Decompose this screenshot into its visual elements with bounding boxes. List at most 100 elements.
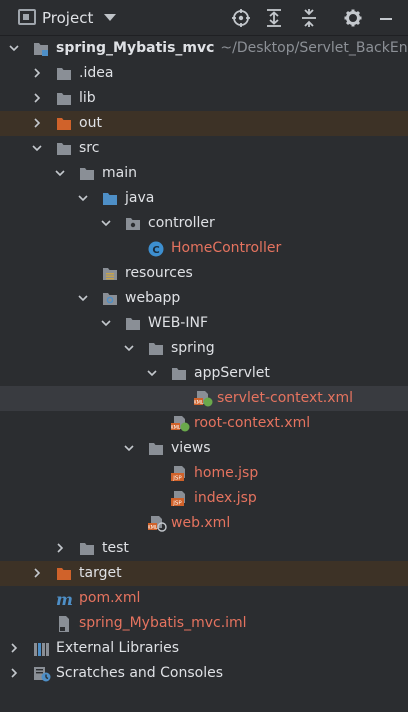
- folder-icon: [148, 341, 164, 356]
- tree-item-text: target: [79, 565, 122, 581]
- excluded-folder-icon: [56, 116, 72, 131]
- project-tree: spring_Mybatis_mvc ~/Desktop/Servlet_Back…: [0, 36, 408, 686]
- tree-item-label: test: [102, 540, 129, 556]
- svg-text:JSP: JSP: [172, 476, 182, 482]
- tree-item-label: resources: [125, 265, 193, 281]
- chevron-right-icon[interactable]: [32, 118, 42, 128]
- folder-icon: [56, 141, 72, 156]
- chevron-down-icon[interactable]: [101, 218, 111, 228]
- chevron-right-icon[interactable]: [32, 568, 42, 578]
- gear-icon[interactable]: [343, 8, 363, 28]
- tree-row-idea[interactable]: .idea: [0, 61, 408, 86]
- tree-row-home-jsp[interactable]: JSP home.jsp: [0, 461, 408, 486]
- locate-icon[interactable]: [231, 8, 251, 28]
- chevron-down-icon[interactable]: [78, 193, 88, 203]
- tree-item-text: .idea: [79, 65, 114, 81]
- chevron-down-icon[interactable]: [32, 143, 42, 153]
- tree-row-target[interactable]: target: [0, 561, 408, 586]
- tree-item-label: main: [102, 165, 137, 181]
- tree-row-test[interactable]: test: [0, 536, 408, 561]
- tree-item-text: spring_Mybatis_mvc: [56, 40, 215, 56]
- tree-item-text: index.jsp: [194, 490, 257, 506]
- tree-item-label: External Libraries: [56, 640, 179, 656]
- expand-all-icon[interactable]: [264, 8, 284, 28]
- tree-row-lib[interactable]: lib: [0, 86, 408, 111]
- folder-icon: [148, 441, 164, 456]
- tree-item-label: appServlet: [194, 365, 270, 381]
- tree-row-pom-xml[interactable]: m pom.xml: [0, 586, 408, 611]
- folder-icon: [125, 316, 141, 331]
- tree-item-label: src: [79, 140, 99, 156]
- tree-item-text: views: [171, 440, 211, 456]
- tree-row-controller[interactable]: controller: [0, 211, 408, 236]
- tree-row-spring-mybatis-mvc-iml[interactable]: spring_Mybatis_mvc.iml: [0, 611, 408, 636]
- tree-row-web-inf[interactable]: WEB-INF: [0, 311, 408, 336]
- iml-file-icon: [56, 616, 72, 632]
- svg-text:XML: XML: [148, 525, 158, 531]
- chevron-down-icon[interactable]: [9, 43, 19, 53]
- tree-row-webapp[interactable]: webapp: [0, 286, 408, 311]
- tree-item-text: webapp: [125, 290, 181, 306]
- tree-row-web-xml[interactable]: XML web.xml: [0, 511, 408, 536]
- collapse-all-icon[interactable]: [299, 8, 319, 28]
- tree-row-main[interactable]: main: [0, 161, 408, 186]
- tree-row-src[interactable]: src: [0, 136, 408, 161]
- chevron-down-icon[interactable]: [124, 343, 134, 353]
- tree-row-java[interactable]: java: [0, 186, 408, 211]
- chevron-down-icon[interactable]: [55, 168, 65, 178]
- maven-icon: m: [56, 591, 73, 607]
- tree-item-label: WEB-INF: [148, 315, 208, 331]
- tree-row-views[interactable]: views: [0, 436, 408, 461]
- tree-row-spring-mybatis-mvc[interactable]: spring_Mybatis_mvc ~/Desktop/Servlet_Back…: [0, 36, 408, 61]
- tool-window-title[interactable]: Project: [42, 9, 94, 27]
- tree-item-text: controller: [148, 215, 215, 231]
- svg-text:XML: XML: [194, 400, 204, 406]
- tool-window-header: Project: [0, 0, 408, 36]
- chevron-right-icon[interactable]: [9, 643, 19, 653]
- tree-item-text: HomeController: [171, 240, 282, 256]
- tree-item-text: spring_Mybatis_mvc.iml: [79, 615, 247, 631]
- tree-row-servlet-context-xml[interactable]: XML servlet-context.xml: [0, 386, 408, 411]
- scratches-icon: [33, 666, 51, 682]
- folder-icon: [79, 166, 95, 181]
- chevron-down-icon[interactable]: [124, 443, 134, 453]
- tree-item-text: lib: [79, 90, 96, 106]
- chevron-down-icon[interactable]: [101, 318, 111, 328]
- chevron-right-icon[interactable]: [32, 68, 42, 78]
- tree-item-text: home.jsp: [194, 465, 259, 481]
- tree-item-text: External Libraries: [56, 640, 179, 656]
- tree-item-label: web.xml: [171, 515, 230, 531]
- tree-row-spring[interactable]: spring: [0, 336, 408, 361]
- tree-item-label: spring: [171, 340, 215, 356]
- tree-row-out[interactable]: out: [0, 111, 408, 136]
- tree-item-text: WEB-INF: [148, 315, 208, 331]
- view-selector-dropdown-icon[interactable]: [104, 14, 116, 21]
- tree-item-label: java: [125, 190, 154, 206]
- chevron-right-icon[interactable]: [55, 543, 65, 553]
- tree-row-appservlet[interactable]: appServlet: [0, 361, 408, 386]
- tree-item-label: views: [171, 440, 211, 456]
- tree-row-index-jsp[interactable]: JSP index.jsp: [0, 486, 408, 511]
- chevron-down-icon[interactable]: [78, 293, 88, 303]
- tree-row-resources[interactable]: resources: [0, 261, 408, 286]
- chevron-right-icon[interactable]: [9, 668, 19, 678]
- tree-item-text: main: [102, 165, 137, 181]
- hide-icon[interactable]: [376, 8, 396, 28]
- tree-row-external-libraries[interactable]: External Libraries: [0, 636, 408, 661]
- module-path: ~/Desktop/Servlet_BackEnd/: [220, 40, 408, 56]
- tree-item-label: webapp: [125, 290, 180, 306]
- chevron-right-icon[interactable]: [32, 93, 42, 103]
- source-folder-icon: [102, 191, 118, 206]
- spring-xml-icon: XML: [171, 416, 190, 432]
- tree-item-text: src: [79, 140, 100, 156]
- jsp-icon: JSP: [171, 491, 187, 507]
- tree-item-text: pom.xml: [79, 590, 141, 606]
- tree-row-scratches-and-consoles[interactable]: Scratches and Consoles: [0, 661, 408, 686]
- tree-item-text: servlet-context.xml: [217, 390, 354, 406]
- chevron-down-icon[interactable]: [147, 368, 157, 378]
- tree-item-text: Scratches and Consoles: [56, 665, 223, 681]
- tree-item-label: spring_Mybatis_mvc ~/Desktop/Servlet_Back…: [56, 40, 408, 56]
